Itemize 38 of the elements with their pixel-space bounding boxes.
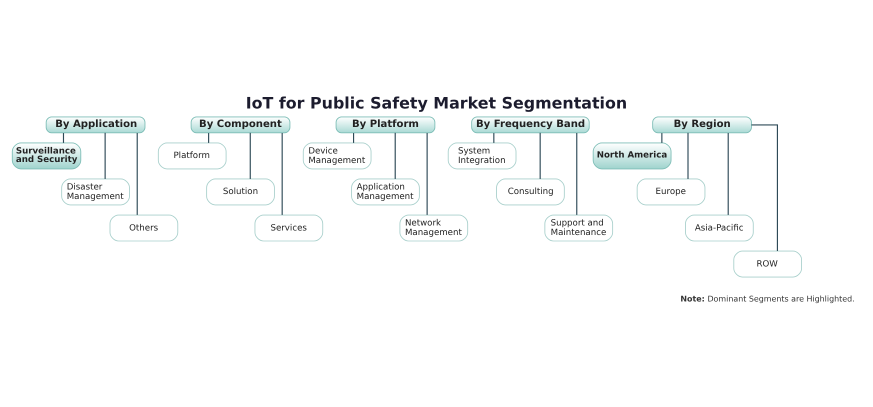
node-box: North America bbox=[592, 142, 672, 170]
node-box: By Platform bbox=[336, 116, 436, 134]
node-box: By Frequency Band bbox=[471, 116, 590, 134]
connector bbox=[540, 132, 541, 179]
node-box: Solution bbox=[206, 178, 275, 206]
node-box: By Component bbox=[190, 116, 290, 134]
node-box: ROW bbox=[733, 250, 802, 278]
node-box: Europe bbox=[636, 178, 706, 206]
connector bbox=[687, 132, 689, 179]
node-box: Support and Maintenance bbox=[544, 214, 614, 242]
node-box: Asia-Pacific bbox=[685, 214, 754, 242]
connector bbox=[661, 133, 662, 143]
node-box: By Application bbox=[46, 116, 146, 134]
node-box: Consulting bbox=[496, 178, 565, 206]
node-box: Services bbox=[254, 214, 324, 242]
connector bbox=[250, 132, 251, 179]
node-box: Platform bbox=[158, 142, 227, 170]
connector bbox=[576, 132, 578, 215]
connector bbox=[282, 132, 283, 215]
connector bbox=[208, 133, 210, 143]
connector bbox=[728, 132, 729, 215]
diagram-title: IoT for Public Safety Market Segmentation bbox=[246, 94, 628, 113]
node-box: Others bbox=[110, 214, 178, 242]
connector bbox=[394, 132, 396, 179]
node-box: By Region bbox=[652, 116, 752, 134]
node-box: Device Management bbox=[302, 142, 372, 170]
node-box: System Integration bbox=[448, 142, 516, 170]
connector bbox=[62, 133, 64, 143]
connector bbox=[104, 132, 106, 179]
node-box: Application Management bbox=[351, 178, 420, 206]
node-box: Disaster Management bbox=[61, 178, 130, 206]
connector bbox=[352, 133, 354, 143]
connector bbox=[136, 132, 138, 215]
node-box: Surveillance and Security bbox=[12, 142, 82, 170]
node-box: Network Management bbox=[399, 214, 468, 242]
connector bbox=[752, 124, 778, 251]
connector bbox=[493, 133, 494, 143]
connector bbox=[426, 132, 428, 215]
